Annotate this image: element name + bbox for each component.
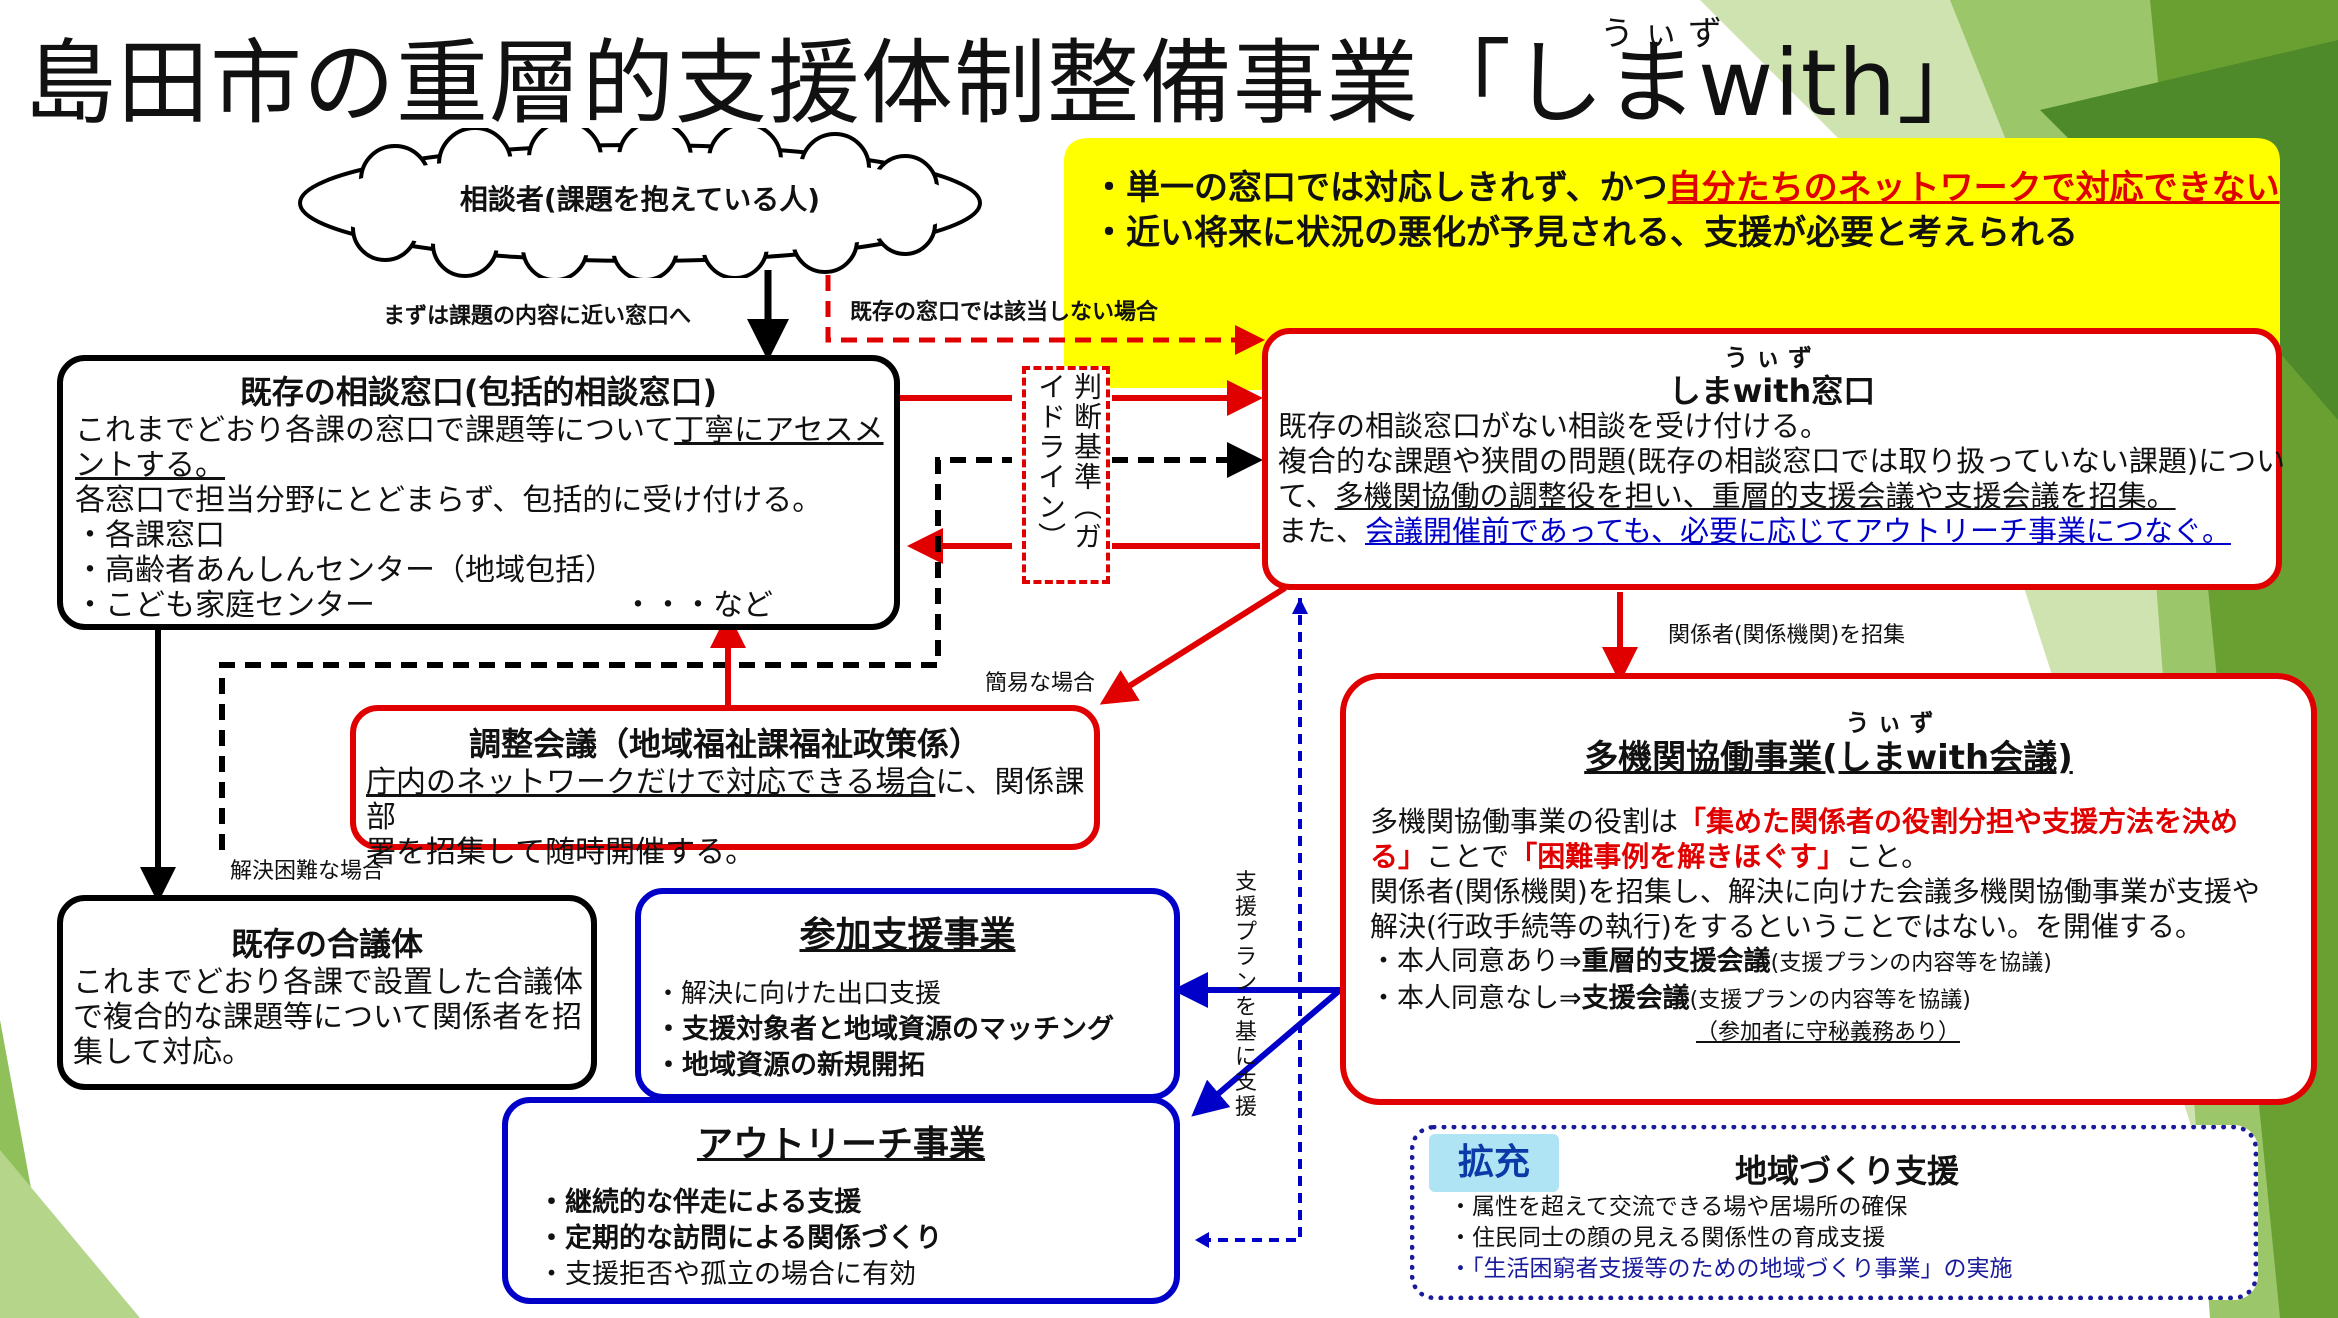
community-items: ・属性を超えて交流できる場や居場所の確保 ・住民同士の顔の見える関係性の育成支援… [1449,1192,2013,1285]
coordination-line2: 署を招集して随時開催する。 [366,835,756,870]
label-support-plan: 支援プランを基に支援 [1235,870,1258,1120]
shimawith-line2: 複合的な課題や狭間の問題(既存の相談窓口では取り扱っていない課題)につい [1278,444,2286,478]
label-convene: 関係者(関係機関)を招集 [1668,623,1906,648]
outreach-item: ・支援拒否や孤立の場合に有効 [538,1259,916,1290]
multi-agency-bullet-no-consent: ・本人同意なし⇒支援会議(支援プランの内容等を協議) [1370,983,1971,1014]
multi-agency-p2: 関係者(関係機関)を招集し、解決に向けた会議多機関協働事業が支援や [1370,875,2260,908]
outreach-link: 会議開催前であっても、必要に応じてアウトリーチ事業につなぐ。 [1365,514,2231,548]
shimawith-line4: また、会議開催前であっても、必要に応じてアウトリーチ事業につなぐ。 [1278,514,2231,548]
criteria-box: 判断基準（ガイドライン） [1022,366,1110,584]
community-title: 地域づくり支援 [1735,1152,1960,1190]
shimawith-window-ruby: うぃず [1724,344,1820,372]
outreach-item: ・継続的な伴走による支援 [538,1187,862,1218]
coordination-title: 調整会議（地域福祉課福祉政策係） [468,725,981,763]
existing-window-title: 既存の相談窓口(包括的相談窓口) [239,373,718,411]
multi-agency-title: 多機関協働事業(しまwith会議) [1584,738,2073,778]
outreach-item: ・定期的な訪問による関係づくり [538,1223,943,1254]
existing-window-line3: 各窓口で担当分野にとどまらず、包括的に受け付ける。 [75,483,823,518]
participation-item: ・地域資源の新規開拓 [655,1050,925,1081]
existing-window-line1: これまでどおり各課の窓口で課題等について丁寧にアセスメ [75,413,884,448]
client-label: 相談者(課題を抱えている人) [459,183,821,216]
shimawith-line1: 既存の相談窓口がない相談を受け付ける。 [1278,409,1830,443]
existing-window-item: ・各課窓口 [75,518,225,553]
multi-agency-p1b: る」ことで「困難事例を解きほぐす」こと。 [1370,840,1930,873]
expansion-badge: 拡充 [1429,1134,1559,1192]
client-cloud [298,128,982,278]
multi-agency-box: うぃず 多機関協働事業(しまwith会議) 多機関協働事業の役割は「集めた関係者… [1340,673,2317,1105]
community-box: 拡充 地域づくり支援 ・属性を超えて交流できる場や居場所の確保 ・住民同士の顔の… [1410,1125,2258,1300]
participation-title: 参加支援事業 [799,915,1016,956]
label-not-applicable: 既存の窓口では該当しない場合 [850,300,1159,325]
existing-council-box: 既存の合議体 これまでどおり各課で設置した合議体 で複合的な課題等について関係者… [57,895,597,1090]
title-ruby: うぃず [1600,14,1732,54]
participation-box: 参加支援事業 ・解決に向けた出口支援 ・支援対象者と地域資源のマッチング ・地域… [635,888,1180,1100]
callout-line-1: ・単一の窓口では対応しきれず、かつ自分たちのネットワークで対応できない [1092,168,2280,208]
community-item: ・属性を超えて交流できる場や居場所の確保 [1449,1194,1908,1220]
existing-window-item: ・高齢者あんしんセンター（地域包括） [75,553,615,588]
coordination-box: 調整会議（地域福祉課福祉政策係） 庁内のネットワークだけで対応できる場合に、関係… [350,705,1100,870]
label-simple-case: 簡易な場合 [985,671,1096,696]
existing-window-item: ・こども家庭センター ・・・など [75,588,773,623]
multi-agency-note: （参加者に守秘義務あり） [1696,1020,1961,1045]
coordination-line1: 庁内のネットワークだけで対応できる場合に、関係課部 [366,765,1085,835]
participation-item: ・支援対象者と地域資源のマッチング [655,1014,1114,1045]
label-difficult-case: 解決困難な場合 [230,859,385,884]
multi-agency-p1a: 多機関協働事業の役割は「集めた関係者の役割分担や支援方法を決め [1370,805,2239,838]
label-first-contact: まずは課題の内容に近い窓口へ [383,304,692,329]
existing-council-line3: 集して対応。 [73,1035,253,1070]
outreach-box: アウトリーチ事業 ・継続的な伴走による支援 ・定期的な訪問による関係づくり ・支… [502,1097,1180,1304]
existing-window-box: 既存の相談窓口(包括的相談窓口) これまでどおり各課の窓口で課題等について丁寧に… [57,355,900,630]
existing-window-etc: ・・・など [623,588,773,623]
community-item: ・住民同士の顔の見える関係性の育成支援 [1449,1225,1886,1251]
existing-window-line2: ントする。 [75,448,225,483]
multi-agency-bullet-consent: ・本人同意あり⇒重層的支援会議(支援プランの内容等を協議) [1370,946,2052,977]
existing-council-title: 既存の合議体 [230,925,423,963]
participation-item: ・解決に向けた出口支援 [655,979,942,1009]
multi-agency-p3: 解決(行政手続等の執行)をするということではない。を開催する。 [1370,910,2204,943]
outreach-title: アウトリーチ事業 [696,1124,985,1165]
page-title: 島田市の重層的支援体制整備事業「しまwith」 [24,30,1991,137]
shimawith-line3: て、多機関協働の調整役を担い、重層的支援会議や支援会議を招集。 [1278,479,2176,513]
shimawith-window-box: うぃず しまwith窓口 既存の相談窓口がない相談を受け付ける。 複合的な課題や… [1262,328,2286,590]
multi-agency-ruby: うぃず [1845,709,1942,737]
shimawith-window-title: しまwith窓口 [1668,372,1876,410]
existing-council-line2: で複合的な課題等について関係者を招 [73,1000,583,1035]
community-item: ・「生活困窮者支援等のための地域づくり事業」の実施 [1449,1256,2013,1282]
criteria-text: 判断基準（ガイドライン） [1034,372,1103,552]
existing-council-line1: これまでどおり各課で設置した合議体 [73,965,583,1000]
callout-bubble [1064,138,2280,390]
callout-line-2: ・近い将来に状況の悪化が予見される、支援が必要と考えられる [1092,213,2078,253]
